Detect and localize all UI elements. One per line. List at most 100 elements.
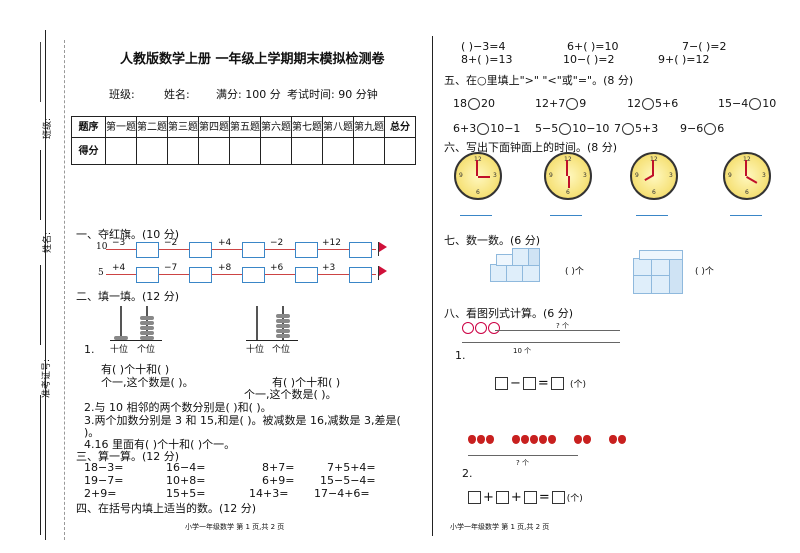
- smiley-icon: [488, 322, 500, 334]
- q3-text-end: )。: [84, 426, 100, 439]
- abacus-1: [110, 306, 170, 342]
- compare-circle[interactable]: [704, 123, 717, 135]
- q1-brace-top: [495, 330, 620, 331]
- header-cell: 第六题: [260, 116, 292, 138]
- red-flag-icon: [379, 266, 387, 276]
- cube-count-1: ( )个: [565, 267, 584, 277]
- answer-box[interactable]: [295, 267, 318, 283]
- row2-op-5: +3: [322, 263, 336, 273]
- info-class: 班级:: [109, 88, 135, 101]
- clock-answer-line[interactable]: [636, 215, 668, 216]
- calc-item: 19−7=: [84, 474, 124, 487]
- side-class-label: 班级:: [43, 117, 54, 140]
- calc-item: 8+7=: [262, 461, 295, 474]
- calc-item: 10+8=: [166, 474, 206, 487]
- flag-pole: [378, 266, 379, 280]
- abacus2-tens-label: 十位: [246, 345, 265, 355]
- calc-item: 6+9=: [262, 474, 295, 487]
- right-footer: 小学一年级数学 第 1 页,共 2 页: [450, 523, 550, 531]
- answer-square[interactable]: [551, 491, 565, 504]
- score-cell[interactable]: [136, 137, 168, 165]
- answer-square[interactable]: [522, 377, 536, 390]
- answer-square[interactable]: [468, 491, 481, 504]
- cube-count-2: ( )个: [695, 267, 714, 277]
- calc-item: 18−3=: [84, 461, 124, 474]
- q1b-line1: 有( )个十和( ): [272, 376, 341, 389]
- calc-item: 16−4=: [166, 461, 206, 474]
- answer-square[interactable]: [495, 377, 508, 390]
- score-cell[interactable]: [260, 137, 292, 165]
- calc-item: 2+9=: [84, 487, 117, 500]
- fill-item: 8+( )=13: [461, 53, 513, 66]
- answer-box[interactable]: [136, 267, 159, 283]
- calc-item: 7+5+4=: [327, 461, 376, 474]
- q1a-line1: 有( )个十和( ): [101, 363, 170, 376]
- section8-heading: 八、看图列式计算。(6 分): [444, 307, 574, 320]
- q1-equation: −= (个): [493, 376, 586, 391]
- answer-square[interactable]: [550, 377, 564, 390]
- clock-answer-line[interactable]: [550, 215, 582, 216]
- header-cell: 第九题: [353, 116, 385, 138]
- compare-circle[interactable]: [749, 98, 762, 110]
- answer-square[interactable]: [523, 491, 537, 504]
- row1-op-4: −2: [270, 238, 284, 248]
- calc-item: 15+5=: [166, 487, 206, 500]
- section1-heading: 一、夺红旗。(10 分): [76, 228, 180, 241]
- q1-number: 1.: [84, 343, 95, 356]
- row2-op-4: +6: [270, 263, 284, 273]
- answer-box[interactable]: [189, 242, 212, 258]
- binding-line: [45, 30, 46, 540]
- side-name-label: 姓名:: [43, 231, 54, 254]
- answer-box[interactable]: [189, 267, 212, 283]
- score-cell[interactable]: [198, 137, 230, 165]
- section3-heading: 三、算一算。(12 分): [76, 450, 180, 463]
- header-cell: 第七题: [291, 116, 323, 138]
- fill-item: ( )−3=4: [461, 40, 506, 53]
- answer-box[interactable]: [242, 267, 265, 283]
- clock-icon: 12 3 6 9: [454, 152, 502, 200]
- header-cell: 第五题: [229, 116, 261, 138]
- answer-box[interactable]: [136, 242, 159, 258]
- fill-item: 10−( )=2: [563, 53, 615, 66]
- score-cell[interactable]: [105, 137, 137, 165]
- score-cell[interactable]: [291, 137, 323, 165]
- calc-item: 17−4+6=: [314, 487, 370, 500]
- score-cell[interactable]: [384, 137, 416, 165]
- side-line-3: [40, 395, 41, 535]
- cube-figure-1: [490, 246, 550, 292]
- section4-heading: 四、在括号内填上适当的数。(12 分): [76, 502, 257, 515]
- answer-box[interactable]: [242, 242, 265, 258]
- compare-circle[interactable]: [477, 123, 490, 135]
- answer-box[interactable]: [349, 267, 372, 283]
- header-cell: 题序: [71, 116, 106, 138]
- answer-square[interactable]: [495, 491, 509, 504]
- row2-start: 5: [98, 268, 104, 278]
- cut-line: [64, 40, 65, 540]
- compare-circle[interactable]: [642, 98, 654, 110]
- clock-answer-line[interactable]: [460, 215, 492, 216]
- row1-op-5: +12: [322, 238, 341, 248]
- compare-circle[interactable]: [559, 123, 572, 135]
- score-cell[interactable]: [353, 137, 385, 165]
- compare-circle[interactable]: [622, 123, 634, 135]
- compare-circle[interactable]: [566, 98, 579, 110]
- clock-answer-line[interactable]: [730, 215, 762, 216]
- answer-box[interactable]: [295, 242, 318, 258]
- score-cell[interactable]: [167, 137, 199, 165]
- calc-item: 15−5−4=: [320, 474, 376, 487]
- q1a-line2: 个一,这个数是( )。: [101, 376, 194, 389]
- answer-box[interactable]: [349, 242, 372, 258]
- fill-item: 9+( )=12: [658, 53, 710, 66]
- fill-item: 6+( )=10: [567, 40, 619, 53]
- compare-circle[interactable]: [468, 98, 480, 110]
- score-table-row: 得分: [71, 137, 416, 165]
- abacus2-ones-label: 个位: [272, 345, 291, 355]
- score-cell[interactable]: [322, 137, 354, 165]
- q1-unit: (个): [569, 380, 586, 390]
- info-exam-time: 考试时间: 90 分钟: [287, 88, 378, 101]
- score-cell[interactable]: [229, 137, 261, 165]
